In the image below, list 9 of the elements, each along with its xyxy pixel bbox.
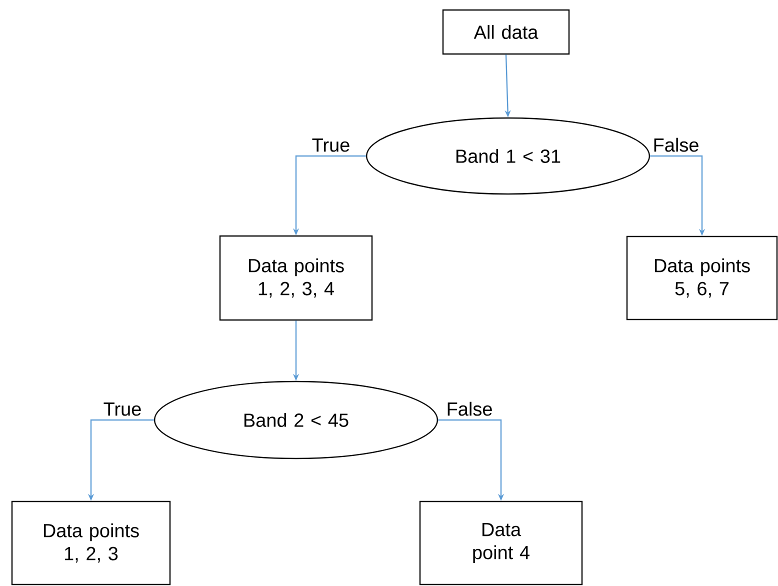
edge-label: False bbox=[448, 402, 492, 416]
process-box: Data points 5, 6, 7 bbox=[626, 236, 778, 320]
process-box: Data points 1, 2, 3, 4 bbox=[219, 235, 373, 321]
process-box: All data bbox=[442, 9, 570, 55]
edge-label: False bbox=[654, 138, 698, 152]
process-box: Data point 4 bbox=[419, 500, 583, 586]
process-box: Data points 1, 2, 3 bbox=[11, 500, 171, 586]
edge-label: True bbox=[104, 402, 141, 416]
edge-label: True bbox=[312, 138, 350, 152]
